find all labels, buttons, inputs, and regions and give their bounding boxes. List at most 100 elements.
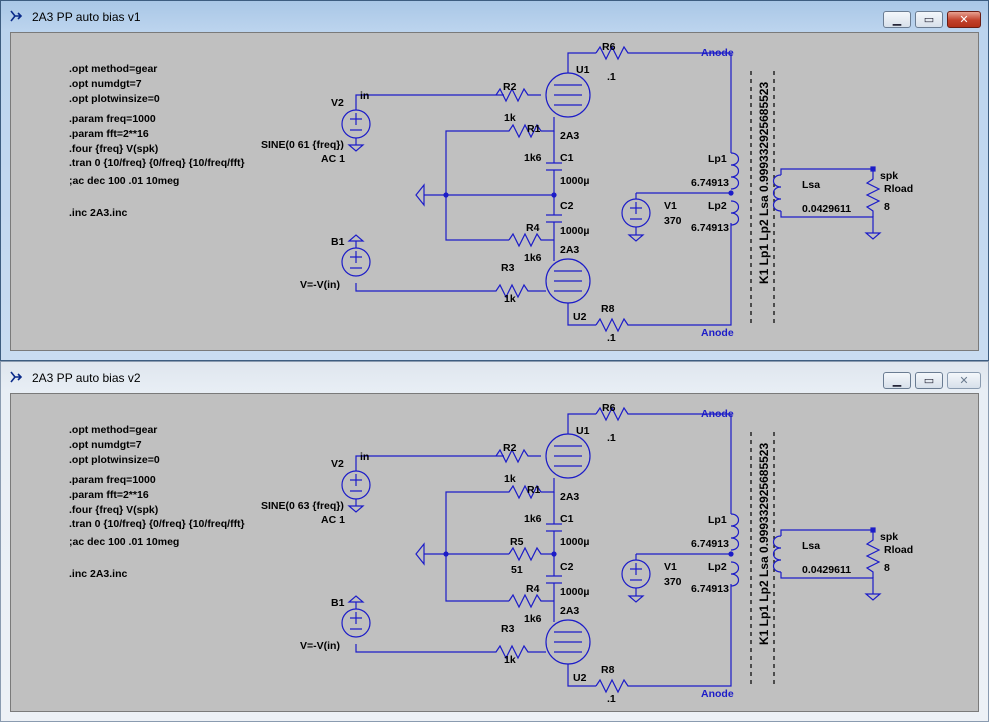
label-r4: R4 [526, 583, 540, 595]
value-v1: 370 [664, 576, 682, 588]
resistor-r1 [445, 484, 542, 602]
resistor-r4 [508, 593, 554, 609]
label-u2: U2 [573, 311, 587, 323]
net-anode-bottom: Anode [701, 327, 734, 339]
resistor-r5 [508, 546, 554, 562]
label-lp1: Lp1 [708, 514, 727, 526]
value-lp2: 6.74913 [691, 583, 729, 595]
resistor-r8 [595, 223, 732, 333]
directive-line[interactable]: .four {freq} V(spk) [69, 143, 159, 155]
value-r1: 1k6 [524, 513, 542, 525]
minimize-button[interactable]: ▁ [883, 11, 911, 28]
directive-line[interactable]: .opt plotwinsize=0 [69, 93, 160, 105]
value-r3: 1k [504, 654, 516, 666]
directive-line[interactable]: .param fft=2**16 [69, 489, 149, 501]
schematic-drawing [341, 406, 882, 694]
capacitor-c1 [546, 492, 562, 622]
label-r5: R5 [510, 536, 524, 548]
value-c2: 1000µ [560, 225, 590, 237]
model-u2: 2A3 [560, 244, 580, 256]
model-u2: 2A3 [560, 605, 580, 617]
value-lsa: 0.0429611 [802, 203, 852, 215]
maximize-icon: ▭ [923, 374, 935, 387]
title-bar[interactable]: 2A3 PP auto bias v2 ▁ ▭ ✕ [1, 362, 988, 392]
resistor-r3 [355, 283, 546, 299]
maximize-button[interactable]: ▭ [915, 11, 943, 28]
directive-line[interactable]: .opt numdgt=7 [69, 78, 142, 90]
minimize-icon: ▁ [892, 13, 902, 26]
label-r3: R3 [501, 623, 515, 635]
ac-spec: AC 1 [321, 153, 345, 165]
directive-line[interactable]: .inc 2A3.inc [69, 568, 128, 580]
label-rload: Rload [884, 544, 914, 556]
value-r4: 1k6 [524, 252, 542, 264]
label-r8: R8 [601, 303, 615, 315]
value-lsa: 0.0429611 [802, 564, 852, 576]
label-r8: R8 [601, 664, 615, 676]
inductor-lp1-lp2 [730, 152, 740, 226]
resistor-r6 [595, 45, 732, 153]
sine-spec: SINE(0 63 {freq}) [261, 500, 344, 512]
directive-line[interactable]: .param freq=1000 [69, 113, 156, 125]
directive-line[interactable]: .param freq=1000 [69, 474, 156, 486]
schematic-canvas[interactable]: .opt method=gear .opt numdgt=7 .opt plot… [10, 393, 979, 712]
directive-line[interactable]: .opt numdgt=7 [69, 439, 142, 451]
directive-line[interactable]: .tran 0 {10/freq} {0/freq} {10/freq/fft} [69, 157, 245, 169]
label-u1: U1 [576, 425, 590, 437]
b1-expression: V=-V(in) [300, 640, 340, 652]
close-button[interactable]: ✕ [947, 372, 981, 389]
value-r2: 1k [504, 112, 516, 124]
value-lp1: 6.74913 [691, 177, 729, 189]
directive-line[interactable]: .inc 2A3.inc [69, 207, 128, 219]
directive-line[interactable]: .tran 0 {10/freq} {0/freq} {10/freq/fft} [69, 518, 245, 530]
label-c2: C2 [560, 561, 574, 573]
value-r6: .1 [607, 432, 616, 444]
label-lp2: Lp2 [708, 200, 727, 212]
maximize-icon: ▭ [923, 13, 935, 26]
label-b1: B1 [331, 597, 345, 609]
net-spk: spk [880, 531, 899, 543]
directive-line[interactable]: .param fft=2**16 [69, 128, 149, 140]
close-button[interactable]: ✕ [947, 11, 981, 28]
value-rload: 8 [884, 562, 890, 574]
value-r8: .1 [607, 332, 616, 344]
label-u1: U1 [576, 64, 590, 76]
value-r2: 1k [504, 473, 516, 485]
directive-line[interactable]: .opt plotwinsize=0 [69, 454, 160, 466]
value-rload: 8 [884, 201, 890, 213]
model-u1: 2A3 [560, 130, 580, 142]
directive-line[interactable]: .opt method=gear [69, 424, 158, 436]
value-r6: .1 [607, 71, 616, 83]
resistor-r8 [595, 584, 732, 694]
label-c1: C1 [560, 152, 574, 164]
net-anode-top: Anode [701, 47, 734, 59]
inductor-lp1-lp2 [730, 513, 740, 587]
label-v2: V2 [331, 458, 344, 470]
minimize-button[interactable]: ▁ [883, 372, 911, 389]
maximize-button[interactable]: ▭ [915, 372, 943, 389]
label-c1: C1 [560, 513, 574, 525]
title-bar[interactable]: 2A3 PP auto bias v1 ▁ ▭ ✕ [1, 1, 988, 31]
label-lp1: Lp1 [708, 153, 727, 165]
coupling-directive[interactable]: K1 Lp1 Lp2 Lsa 0.999332925685523 [757, 81, 771, 284]
minimize-icon: ▁ [892, 374, 902, 387]
schematic-canvas[interactable]: .opt method=gear .opt numdgt=7 .opt plot… [10, 32, 979, 351]
resistor-r4 [508, 232, 554, 248]
label-b1: B1 [331, 236, 345, 248]
coupling-directive[interactable]: K1 Lp1 Lp2 Lsa 0.999332925685523 [757, 442, 771, 645]
ac-spec: AC 1 [321, 514, 345, 526]
directive-line[interactable]: .opt method=gear [69, 63, 158, 75]
value-c2: 1000µ [560, 586, 590, 598]
label-lp2: Lp2 [708, 561, 727, 573]
label-r2: R2 [503, 81, 517, 93]
resistor-rload [865, 530, 881, 578]
net-spk: spk [880, 170, 899, 182]
inductor-lsa [772, 168, 874, 233]
value-r3: 1k [504, 293, 516, 305]
directive-line[interactable]: ;ac dec 100 .01 10meg [69, 175, 180, 187]
directive-line[interactable]: ;ac dec 100 .01 10meg [69, 536, 180, 548]
schematic-window-2: 2A3 PP auto bias v2 ▁ ▭ ✕ [0, 361, 989, 722]
label-u2: U2 [573, 672, 587, 684]
directive-line[interactable]: .four {freq} V(spk) [69, 504, 159, 516]
label-r2: R2 [503, 442, 517, 454]
